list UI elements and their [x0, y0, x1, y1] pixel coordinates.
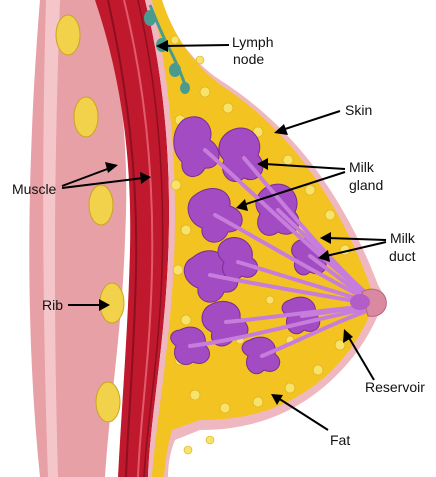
arrow-skin	[274, 111, 340, 135]
label-milk-duct-line2: duct	[389, 248, 416, 264]
label-lymph-node-line1: Lymph	[232, 34, 274, 50]
label-rib: Rib	[42, 297, 63, 313]
label-milk-duct-line1: Milk	[390, 230, 416, 246]
label-reservoir: Reservoir	[365, 379, 425, 395]
label-milk-gland-line1: Milk	[349, 159, 375, 175]
label-muscle: Muscle	[12, 181, 57, 197]
rib-bone	[89, 185, 113, 225]
rib-bone	[56, 15, 80, 55]
label-milk-gland-line2: gland	[349, 177, 383, 193]
label-fat: Fat	[330, 432, 350, 448]
label-skin: Skin	[345, 102, 372, 118]
label-lymph-node-line2: node	[233, 51, 264, 67]
arrow-lymph-node	[156, 40, 229, 52]
rib-bone	[74, 97, 98, 137]
rib-bone	[96, 382, 120, 422]
